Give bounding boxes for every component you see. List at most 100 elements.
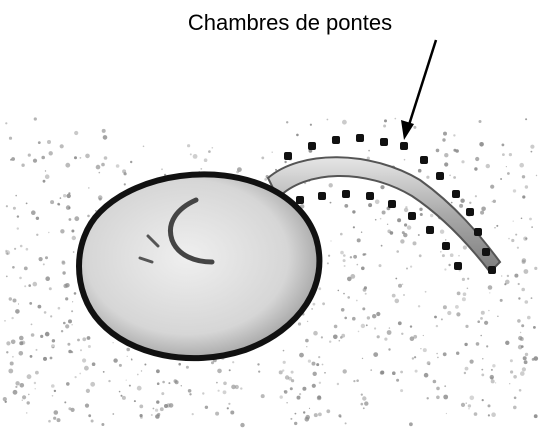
soil-speckle: [271, 151, 273, 153]
soil-speckle: [439, 229, 445, 234]
laying-chamber-dot: [408, 212, 416, 220]
soil-speckle: [152, 407, 155, 410]
soil-speckle: [101, 162, 105, 167]
soil-speckle: [87, 345, 91, 348]
soil-speckle: [512, 220, 514, 222]
soil-speckle: [455, 305, 459, 309]
pod-scar-mark-small: [138, 234, 160, 264]
laying-chamber-dot: [400, 142, 408, 150]
soil-speckle: [306, 320, 309, 323]
laying-chamber-dot: [342, 190, 350, 198]
soil-speckle: [535, 174, 538, 177]
soil-speckle: [294, 412, 297, 415]
soil-speckle: [326, 262, 329, 265]
soil-speckle: [350, 274, 356, 279]
soil-speckle: [474, 195, 477, 198]
soil-speckle: [523, 360, 528, 365]
soil-speckle: [19, 276, 22, 280]
soil-speckle: [48, 231, 50, 234]
soil-speckle: [474, 167, 478, 171]
soil-speckle: [43, 356, 47, 361]
soil-speckle: [11, 157, 16, 161]
soil-speckle: [353, 380, 356, 383]
soil-speckle: [185, 365, 189, 369]
soil-speckle: [480, 210, 485, 215]
soil-speckle: [444, 268, 447, 271]
soil-speckle: [35, 216, 40, 220]
soil-speckle: [378, 264, 382, 268]
soil-speckle: [70, 350, 74, 354]
soil-speckle: [453, 176, 456, 179]
soil-speckle: [426, 397, 429, 400]
soil-speckle: [504, 283, 507, 286]
soil-speckle: [80, 349, 82, 352]
soil-speckle: [291, 379, 295, 383]
soil-speckle: [518, 335, 523, 341]
soil-speckle: [156, 400, 160, 404]
soil-speckle: [32, 158, 38, 163]
soil-speckle: [53, 389, 57, 393]
soil-speckle: [509, 383, 511, 385]
soil-speckle: [381, 210, 386, 215]
soil-speckle: [62, 271, 66, 275]
soil-speckle: [88, 414, 92, 418]
soil-speckle: [468, 408, 470, 410]
soil-speckle: [85, 388, 90, 393]
laying-chamber-dot: [380, 138, 388, 146]
soil-speckle: [71, 235, 77, 241]
soil-speckle: [5, 122, 8, 125]
soil-speckle: [368, 203, 373, 208]
soil-speckle: [460, 402, 466, 407]
soil-speckle: [150, 414, 153, 416]
soil-speckle: [531, 226, 533, 228]
soil-speckle: [86, 336, 91, 340]
soil-speckle: [61, 260, 65, 264]
callout-arrow: [401, 39, 438, 140]
soil-speckle: [258, 370, 261, 373]
soil-speckle: [108, 379, 111, 383]
soil-speckle: [442, 352, 447, 357]
soil-speckle: [44, 331, 50, 337]
soil-speckle: [97, 195, 103, 200]
soil-speckle: [122, 169, 127, 174]
soil-speckle: [261, 156, 265, 160]
soil-speckle: [128, 384, 131, 387]
soil-speckle: [240, 422, 245, 428]
soil-speckle: [362, 288, 367, 292]
soil-speckle: [435, 148, 440, 153]
soil-speckle: [12, 389, 18, 395]
soil-speckle: [356, 238, 361, 243]
soil-speckle: [329, 340, 332, 343]
soil-speckle: [103, 156, 108, 160]
soil-speckle: [340, 308, 345, 312]
soil-speckle: [65, 297, 69, 301]
soil-speckle: [505, 279, 510, 285]
soil-speckle: [16, 227, 19, 230]
soil-speckle: [26, 374, 32, 380]
soil-speckle: [191, 413, 194, 416]
soil-speckle: [286, 402, 288, 404]
soil-speckle: [123, 183, 126, 186]
soil-speckle: [409, 422, 413, 427]
soil-speckle: [477, 320, 481, 324]
soil-speckle: [529, 217, 532, 221]
soil-speckle: [12, 206, 16, 210]
soil-speckle: [374, 327, 377, 330]
soil-speckle: [125, 379, 127, 381]
soil-speckle: [362, 253, 366, 256]
soil-speckle: [517, 282, 520, 286]
soil-speckle: [404, 223, 408, 227]
soil-speckle: [215, 411, 220, 416]
soil-speckle: [282, 349, 285, 352]
soil-speckle: [59, 144, 64, 149]
soil-speckle: [66, 382, 70, 386]
laying-chamber-dot: [466, 208, 474, 216]
soil-speckle: [63, 283, 68, 289]
soil-speckle: [312, 302, 316, 306]
soil-speckle: [469, 201, 472, 204]
soil-speckle: [389, 231, 394, 235]
soil-speckle: [82, 358, 87, 363]
soil-speckle: [365, 324, 368, 327]
soil-speckle: [459, 203, 464, 208]
soil-speckle: [406, 267, 408, 270]
